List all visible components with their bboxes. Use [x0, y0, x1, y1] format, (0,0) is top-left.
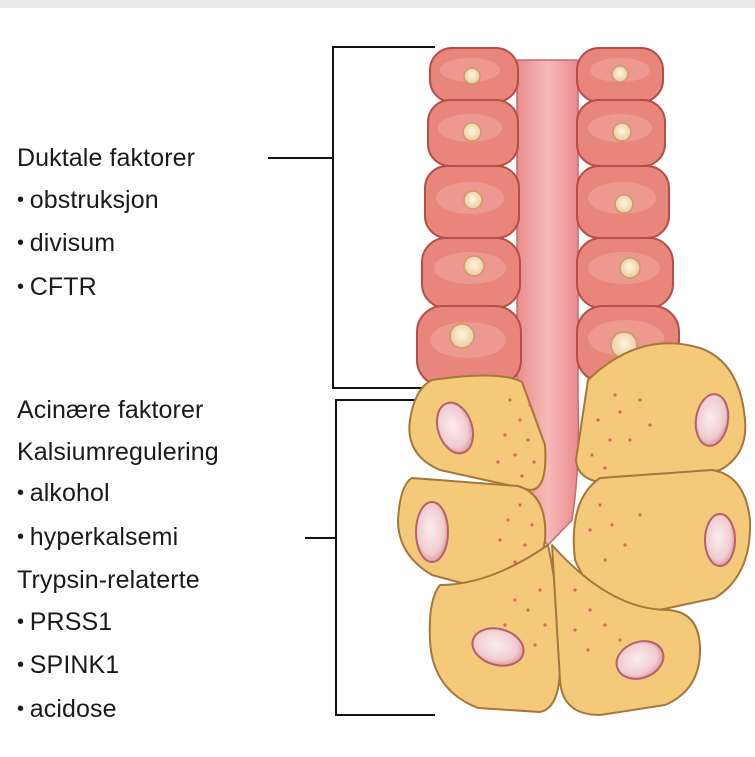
acinar-heading: Acinære faktorer: [17, 390, 219, 432]
acinar-cell: [409, 375, 545, 490]
calcium-item: alkohol: [17, 473, 219, 517]
ductal-heading: Duktale faktorer: [17, 138, 195, 180]
acinar-factors-label: Acinære faktorer Kalsiumregulering alkoh…: [17, 390, 219, 732]
ductal-factors-label: Duktale faktorer obstruksjon divisum CFT…: [17, 138, 195, 310]
trypsin-heading: Trypsin-relaterte: [17, 560, 219, 602]
trypsin-item: acidose: [17, 689, 219, 733]
ductal-bracket: [268, 47, 435, 388]
trypsin-item: PRSS1: [17, 602, 219, 646]
ductal-item: divisum: [17, 223, 195, 267]
ductal-item: obstruksjon: [17, 180, 195, 224]
ductal-item: CFTR: [17, 267, 195, 311]
calcium-heading: Kalsiumregulering: [17, 432, 219, 474]
calcium-item: hyperkalsemi: [17, 517, 219, 561]
trypsin-item: SPINK1: [17, 645, 219, 689]
